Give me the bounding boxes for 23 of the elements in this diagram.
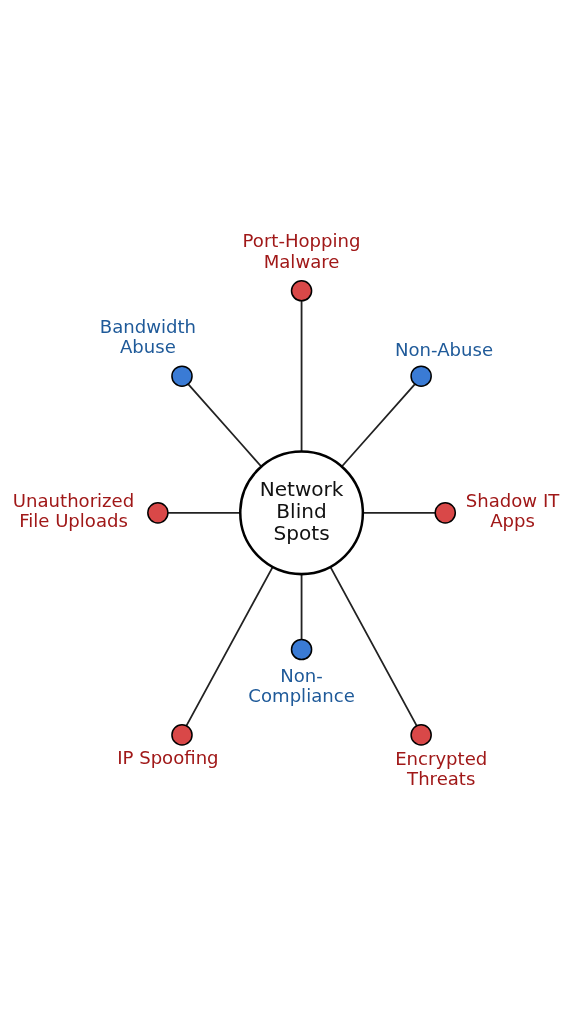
- connector: [187, 383, 263, 468]
- node-label: Unauthorized File Uploads: [12, 490, 135, 532]
- node-circle: [410, 365, 432, 387]
- node-circle: [290, 638, 313, 661]
- node-circle: [290, 279, 313, 302]
- node-label: Non-Abuse: [394, 338, 494, 360]
- node-circle: [147, 502, 169, 524]
- connector: [300, 573, 303, 641]
- node-circle: [171, 365, 193, 387]
- node-circle: [410, 724, 432, 746]
- node-label: Bandwidth Abuse: [99, 316, 197, 358]
- connector: [185, 566, 274, 727]
- node-label: Encrypted Threats: [395, 748, 488, 790]
- node-circle: Network Blind Spots: [239, 450, 365, 576]
- node-label: Non-Compliance: [248, 664, 355, 706]
- connector: [329, 566, 418, 727]
- node-label: Port-Hopping Malware: [242, 230, 361, 272]
- connector: [362, 511, 436, 514]
- node-circle: [434, 502, 457, 524]
- node-circle: [171, 724, 193, 746]
- connector: [340, 383, 416, 468]
- node-label: Shadow IT Apps: [465, 490, 560, 532]
- node-label: IP Spoofing: [117, 747, 219, 769]
